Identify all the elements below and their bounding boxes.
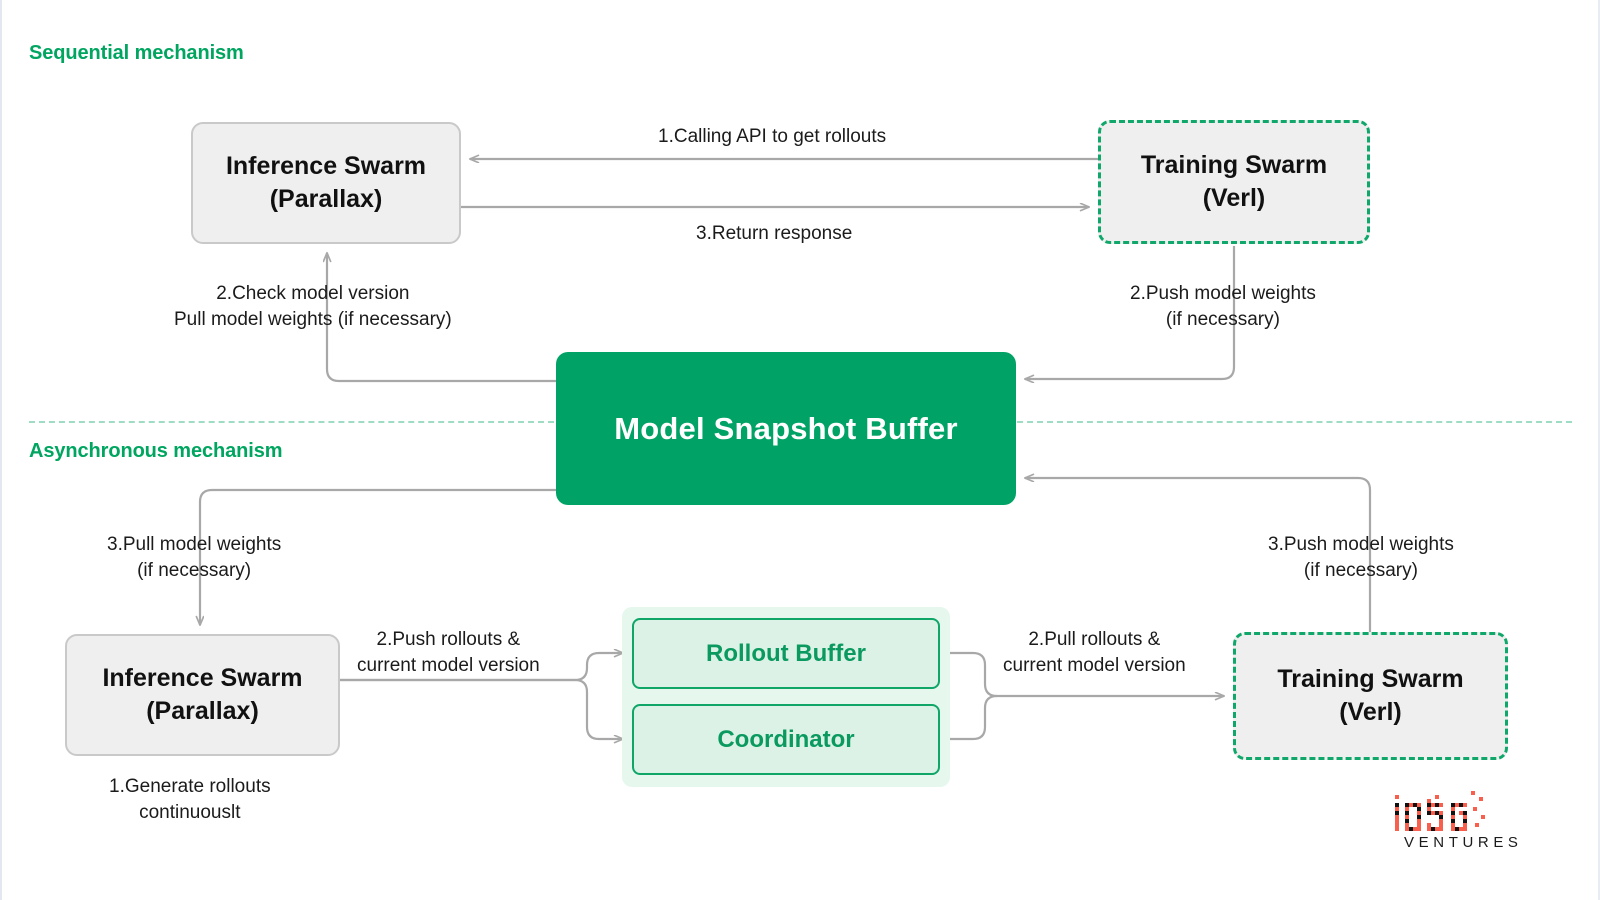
edge-label-generate-rollouts: 1.Generate rollouts continuouslt bbox=[109, 774, 271, 826]
node-label-line-2: (Parallax) bbox=[269, 185, 383, 213]
edge-label-line-1: 2.Push model weights bbox=[1130, 283, 1316, 304]
edge-label-line-1: 2.Pull rollouts & bbox=[1028, 629, 1161, 650]
node-label-line-1: Inference Swarm bbox=[225, 152, 427, 180]
node-rollout-buffer[interactable]: Rollout Buffer bbox=[632, 618, 940, 689]
wire-pull-rollouts-from-coordinator bbox=[949, 694, 998, 741]
iosg-logo-wordmark: VENTURES bbox=[1404, 834, 1523, 851]
edge-label-line-2: (if necessary) bbox=[137, 560, 252, 582]
edge-label-push-model-weights-sequential: 2.Push model weights (if necessary) bbox=[1130, 281, 1316, 333]
iosg-ventures-logo: VENTURES bbox=[1395, 791, 1527, 851]
edge-label-line-1: 2.Push rollouts & bbox=[376, 629, 521, 650]
node-label-line-2: (Parallax) bbox=[146, 697, 259, 725]
node-inference-swarm-asynchronous[interactable]: Inference Swarm (Parallax) bbox=[65, 634, 340, 756]
node-label-line-1: Inference Swarm bbox=[102, 664, 303, 692]
wire-push-rollouts-to-coordinator bbox=[340, 678, 623, 739]
edge-label-check-model-version: 2.Check model version Pull model weights… bbox=[174, 281, 452, 333]
node-label-line-2: (Verl) bbox=[1339, 698, 1402, 726]
edge-label-line-1: 3.Push model weights bbox=[1268, 534, 1454, 555]
edge-label-push-rollouts: 2.Push rollouts & current model version bbox=[357, 627, 540, 679]
edge-label-line-2: current model version bbox=[357, 655, 540, 677]
node-training-swarm-asynchronous[interactable]: Training Swarm (Verl) bbox=[1233, 632, 1508, 760]
node-label: Coordinator bbox=[717, 725, 855, 753]
node-label-line-1: Training Swarm bbox=[1140, 151, 1328, 179]
edge-label-return-response: 3.Return response bbox=[696, 221, 852, 247]
section-heading-asynchronous: Asynchronous mechanism bbox=[29, 440, 283, 462]
section-heading-sequential: Sequential mechanism bbox=[29, 42, 244, 64]
edge-label-pull-model-weights-asynchronous: 3.Pull model weights (if necessary) bbox=[107, 532, 281, 584]
node-label-line-2: (Verl) bbox=[1202, 184, 1266, 212]
edge-label-line-2: Pull model weights (if necessary) bbox=[174, 309, 452, 331]
edge-label-line-1: 1.Generate rollouts bbox=[109, 776, 271, 797]
edge-label-line-2: current model version bbox=[1003, 655, 1186, 677]
node-label: Rollout Buffer bbox=[706, 639, 866, 667]
edge-label-pull-rollouts: 2.Pull rollouts & current model version bbox=[1003, 627, 1186, 679]
node-label-line-1: Training Swarm bbox=[1277, 665, 1464, 693]
node-inference-swarm-sequential[interactable]: Inference Swarm (Parallax) bbox=[191, 122, 461, 244]
edge-label-line-1: 3.Return response bbox=[696, 223, 853, 244]
edge-label-line-2: (if necessary) bbox=[1303, 560, 1418, 582]
node-training-swarm-sequential[interactable]: Training Swarm (Verl) bbox=[1098, 120, 1370, 244]
edge-label-line-2: continuouslt bbox=[139, 802, 241, 824]
iosg-logo-icon bbox=[1395, 791, 1485, 831]
edge-label-calling-api: 1.Calling API to get rollouts bbox=[658, 124, 886, 150]
node-model-snapshot-buffer[interactable]: Model Snapshot Buffer bbox=[556, 352, 1016, 505]
edge-label-line-2: (if necessary) bbox=[1165, 309, 1280, 331]
edge-label-line-1: 3.Pull model weights bbox=[107, 534, 282, 555]
edge-label-line-1: 2.Check model version bbox=[216, 283, 410, 304]
node-label: Model Snapshot Buffer bbox=[614, 410, 958, 446]
edge-label-push-model-weights-asynchronous: 3.Push model weights (if necessary) bbox=[1268, 532, 1454, 584]
node-coordinator[interactable]: Coordinator bbox=[632, 704, 940, 775]
edge-label-line-1: 1.Calling API to get rollouts bbox=[658, 126, 887, 147]
